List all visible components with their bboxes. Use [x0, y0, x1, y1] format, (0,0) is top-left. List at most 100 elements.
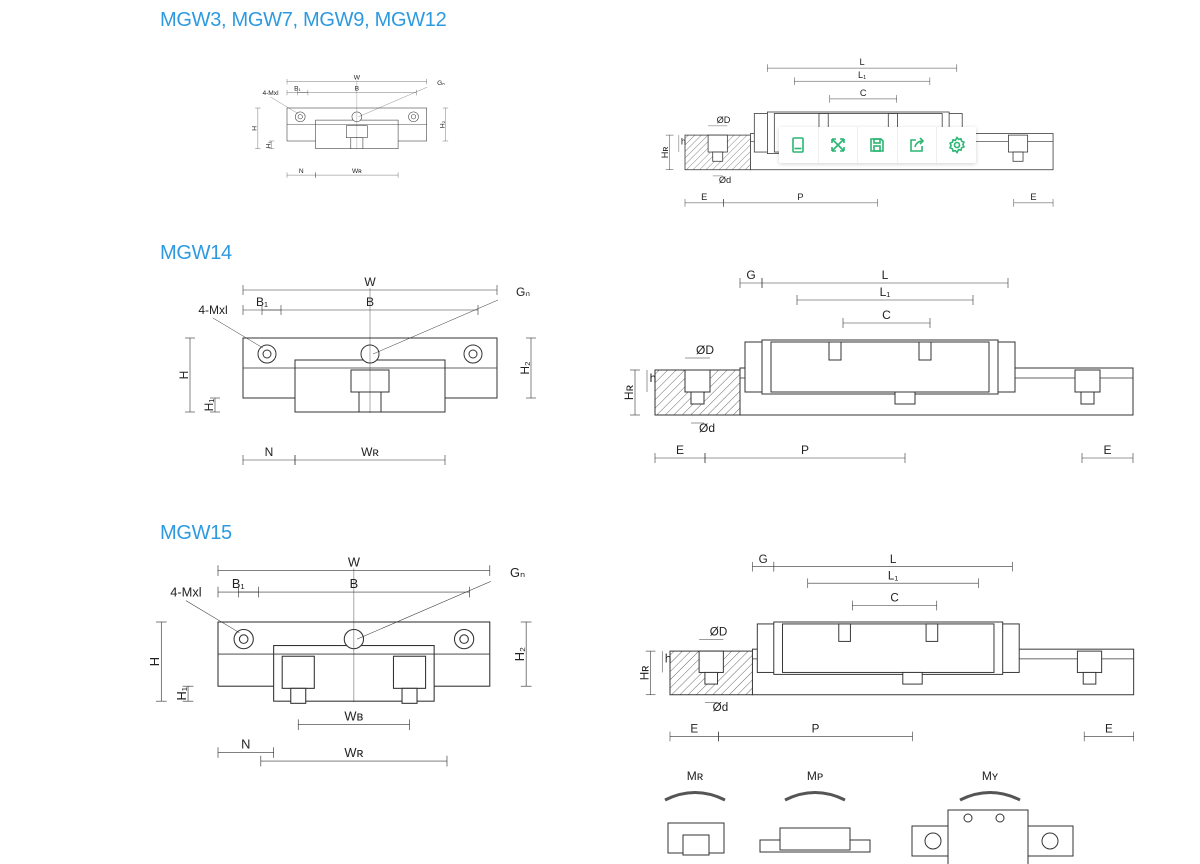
label-gn: Gₙ: [510, 565, 525, 580]
dim-h2: H₂: [518, 361, 532, 375]
dim-p: P: [797, 192, 803, 202]
dim-h: H: [252, 126, 259, 131]
share-icon: [910, 137, 925, 152]
dim-b1: B₁: [256, 295, 268, 309]
dim-w: W: [354, 74, 361, 81]
moment-mr: Mʀ: [664, 769, 726, 856]
curved-arrow-icon: [959, 791, 1021, 802]
label-od: ØD: [710, 626, 727, 639]
dim-h1: H₁: [202, 399, 216, 412]
ball-icon: [262, 349, 272, 359]
label-gn: Gₙ: [437, 80, 445, 87]
fullscreen-button[interactable]: [819, 127, 859, 163]
moment-my: Mʏ: [911, 769, 1074, 864]
dim-l1: L₁: [858, 70, 866, 80]
bolt-icon: [995, 813, 1005, 823]
floating-toolbar: [779, 127, 976, 163]
dim-c: C: [860, 88, 867, 98]
label-d: Ød: [699, 421, 715, 435]
dim-hr: Hʀ: [660, 147, 670, 159]
settings-icon: [948, 136, 965, 154]
dim-c: C: [882, 308, 891, 322]
dim-p: P: [801, 443, 809, 457]
outline: [818, 113, 829, 128]
dim-e-right: E: [1103, 443, 1111, 457]
ball-icon: [233, 628, 254, 650]
dim-e-right: E: [1105, 723, 1113, 736]
outline: [838, 623, 851, 642]
dim-e-left: E: [676, 443, 684, 457]
dim-n: N: [299, 168, 304, 175]
outline: [902, 671, 923, 685]
line: [185, 600, 240, 633]
line: [372, 299, 499, 355]
tablet-view-button[interactable]: [779, 127, 819, 163]
dim-l1: L₁: [880, 285, 891, 299]
outline: [782, 623, 995, 673]
outline: [690, 391, 705, 405]
moment-my-label: Mʏ: [982, 769, 999, 783]
ball-icon: [408, 111, 419, 123]
dim-h2: H₂: [439, 120, 446, 128]
label-d: Ød: [719, 175, 731, 185]
outline: [918, 341, 932, 361]
ball-icon: [468, 349, 478, 359]
dim-hr: Hʀ: [622, 384, 636, 400]
dim-b: B: [355, 85, 360, 92]
dim-w: W: [348, 554, 361, 569]
outline: [704, 671, 719, 685]
dim-h: H: [147, 657, 162, 666]
curved-arrow-icon: [784, 791, 846, 802]
dim-c: C: [890, 592, 898, 605]
label-gn: Gₙ: [516, 285, 530, 299]
dim-g: G: [746, 268, 755, 282]
line: [358, 86, 428, 117]
dim-wr: Wʀ: [352, 168, 362, 175]
section-title-mgw15: MGW15: [160, 522, 232, 544]
label-4-mxl: 4-Mxl: [198, 303, 227, 317]
outline: [1008, 134, 1029, 153]
dim-b: B: [350, 576, 359, 591]
bolt-icon: [963, 813, 973, 823]
ball-icon: [459, 634, 469, 644]
outline: [392, 655, 427, 689]
dim-h2: H₂: [512, 647, 527, 661]
outline: [712, 151, 724, 162]
curved-arrow-icon: [664, 791, 726, 802]
dim-l1: L₁: [888, 569, 898, 582]
ball-icon: [411, 114, 416, 120]
ball-icon: [297, 114, 303, 120]
share-button[interactable]: [898, 127, 938, 163]
ball-icon: [453, 628, 475, 650]
dim-n: N: [241, 736, 250, 751]
ball-icon: [257, 344, 277, 364]
dim-wr: Wʀ: [361, 445, 379, 459]
settings-button[interactable]: [937, 127, 976, 163]
line: [356, 581, 491, 640]
dim-h: H: [177, 371, 191, 380]
outline: [894, 391, 916, 405]
outline: [779, 827, 851, 851]
bolt-icon: [924, 832, 942, 850]
outline: [698, 650, 724, 673]
save-button[interactable]: [858, 127, 898, 163]
label-4-mxl: 4-Mxl: [262, 90, 279, 97]
label-d: Ød: [713, 701, 729, 714]
dim-l: L: [890, 553, 897, 566]
label-h: h: [650, 371, 657, 385]
outline: [281, 655, 315, 689]
outline: [290, 687, 307, 704]
moment-mp: Mᴘ: [759, 769, 871, 853]
outline: [1074, 369, 1101, 393]
dim-n: N: [265, 445, 274, 459]
line: [212, 317, 264, 349]
outline: [828, 341, 842, 361]
dim-g: G: [759, 553, 768, 566]
dim-b: B: [366, 295, 374, 309]
fullscreen-icon: [831, 138, 845, 152]
dim-l: L: [860, 57, 865, 67]
